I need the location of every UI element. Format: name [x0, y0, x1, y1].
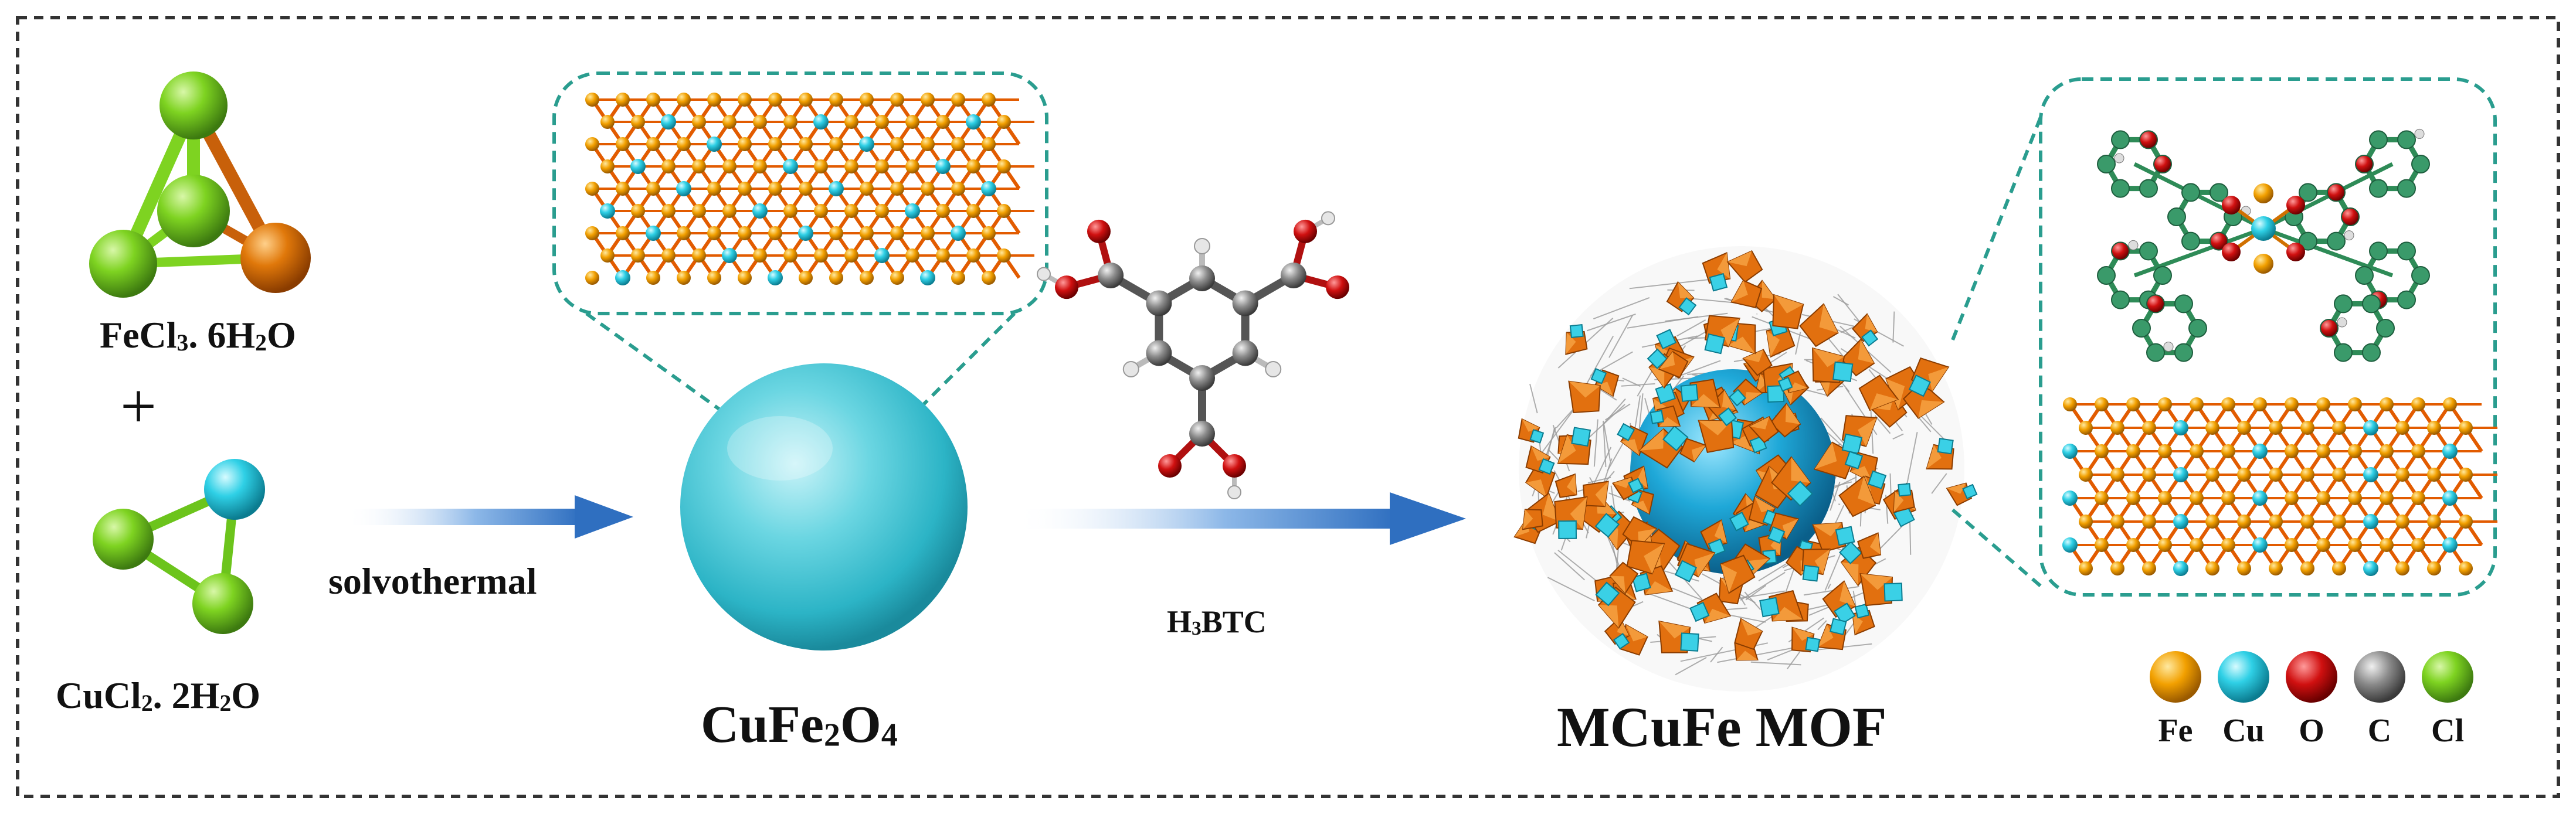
cu-atom [204, 459, 265, 520]
cucl2-label: CuCl2. 2H2O [56, 675, 261, 716]
legend-o-ball [2286, 651, 2337, 703]
cufe2o4-inset [552, 71, 1048, 421]
cl-atom [93, 509, 154, 570]
legend-c-ball [2354, 651, 2405, 703]
outer-frame [16, 16, 2560, 798]
arrow-solvothermal [346, 495, 633, 539]
cufe2o4-particle [680, 363, 968, 650]
legend-o-label: O [2299, 713, 2324, 749]
h3btc-label: H3BTC [1167, 604, 1267, 640]
mof-inset [1951, 77, 2497, 597]
cufe2o4-label: CuFe2O4 [701, 696, 898, 754]
cl-atom [89, 230, 157, 298]
legend-fe-label: Fe [2158, 713, 2193, 749]
arrow-h3btc [1014, 492, 1466, 545]
h3btc-molecule [1037, 211, 1350, 499]
plus-sign: + [120, 370, 157, 442]
spinel-lattice-inset [2062, 397, 2497, 576]
cl-atom [157, 175, 230, 247]
mcufe-mof-particle [1513, 246, 1978, 692]
cl-atom [159, 71, 228, 139]
spinel-lattice [585, 93, 1034, 285]
solvothermal-label: solvothermal [328, 560, 537, 602]
legend-cl-ball [2422, 651, 2473, 703]
cu-btc-paddlewheel [2097, 128, 2430, 362]
legend-cl-label: Cl [2431, 713, 2464, 749]
legend-c-label: C [2367, 713, 2392, 749]
cucl2-molecule [93, 459, 265, 634]
cl-atom [192, 573, 253, 634]
atom-legend [2150, 651, 2473, 703]
fecl3-label: FeCl3. 6H2O [100, 314, 296, 356]
legend-cu-ball [2218, 651, 2269, 703]
mof-label: MCuFe MOF [1557, 696, 1887, 758]
legend-cu-label: Cu [2222, 713, 2265, 749]
legend-fe-ball [2150, 651, 2201, 703]
fecl3-molecule [89, 71, 311, 298]
fe-atom [240, 223, 311, 293]
